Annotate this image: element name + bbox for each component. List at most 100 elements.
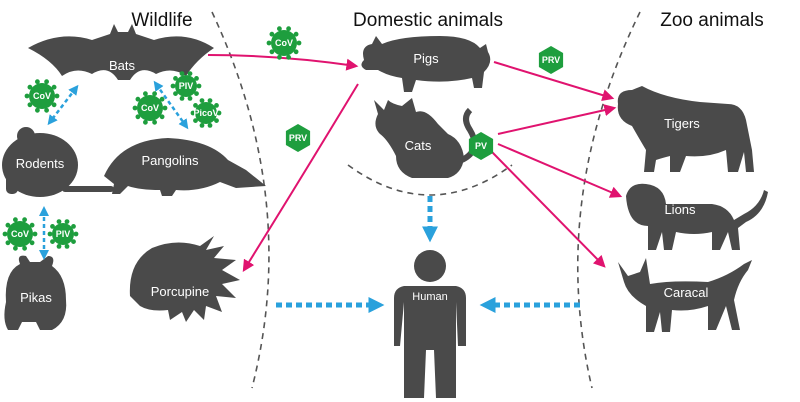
virus-spike [159, 114, 165, 120]
pangolin-silhouette [104, 138, 266, 196]
animal-label-caracal: Caracal [664, 285, 709, 300]
virus-spike [35, 107, 40, 113]
virus-spike [29, 222, 35, 228]
virus-spike [194, 76, 199, 81]
virus-badge-cov-rodents-pikas: CoV [2, 217, 38, 251]
virus-spike [51, 84, 57, 90]
virus-spike [56, 219, 62, 224]
animal-label-cats: Cats [405, 138, 432, 153]
virus-badge-piv-rodents-pikas: PIV [47, 219, 79, 249]
virus-spike [64, 244, 70, 249]
virus-label: PIV [56, 229, 71, 239]
virus-spike [187, 96, 193, 101]
arrow-cats-to-caracal [491, 151, 606, 268]
virus-label: PicoV [193, 108, 218, 118]
virus-spike [22, 245, 27, 251]
virus-spike [71, 239, 76, 244]
virus-spike [135, 114, 141, 120]
virus-particle-icon [52, 223, 74, 245]
arrow-bats-rodents [47, 84, 79, 126]
virus-spike [132, 105, 138, 111]
domestic-arc [347, 164, 513, 196]
virus-spike [29, 240, 35, 246]
virus-particle-icon [285, 124, 311, 152]
virus-label: CoV [11, 229, 29, 239]
virus-label: CoV [33, 91, 51, 101]
arrow-cats-to-tigers [497, 104, 617, 135]
virus-spike [32, 231, 38, 237]
virus-spike [173, 91, 178, 96]
virus-spike [159, 96, 165, 102]
virus-spike [194, 91, 199, 96]
wildlife-divider [211, 11, 270, 389]
virus-spike [2, 231, 8, 237]
animal-label-pigs: Pigs [413, 51, 439, 66]
virus-spike [73, 231, 79, 237]
virus-spike [293, 49, 299, 55]
virus-label: CoV [141, 103, 159, 113]
heading-wildlife: Wildlife [131, 10, 192, 31]
virus-spike [277, 54, 282, 60]
animal-label-bats: Bats [109, 58, 136, 73]
arrow-cats-to-lions [497, 143, 623, 198]
virus-particle-icon [137, 95, 163, 121]
virus-badge-piv-bats: PIV [170, 71, 202, 101]
virus-spike [27, 102, 33, 108]
virus-particle-icon [195, 102, 217, 124]
virus-badge-prv-pigs-tigers: PRV [538, 46, 564, 74]
animal-label-lions: Lions [664, 202, 696, 217]
virus-particle-icon [271, 30, 297, 56]
virus-spike [296, 40, 302, 46]
virus-spike [64, 219, 70, 224]
virus-spike [269, 49, 275, 55]
virus-badge-cov-wild-domestic: CoV [266, 26, 302, 60]
virus-particle-icon [175, 75, 197, 97]
virus-spike [143, 91, 148, 97]
virus-spike [152, 91, 157, 97]
animal-label-rodents: Rodents [16, 156, 65, 171]
virus-label: PV [475, 141, 487, 151]
virus-spike [173, 76, 178, 81]
virus-spike [196, 83, 202, 89]
pig-silhouette [361, 36, 491, 92]
virus-spike [143, 119, 148, 125]
arrow-bats-pangolins [153, 80, 189, 130]
tiger-silhouette [617, 86, 754, 172]
zoo-divider [577, 11, 641, 389]
virus-spike [269, 31, 275, 37]
virus-spike [162, 105, 168, 111]
bat-silhouette [28, 24, 214, 80]
virus-spike [56, 244, 62, 249]
virus-spike [5, 222, 11, 228]
virus-spike [44, 79, 49, 85]
heading-zoo: Zoo animals [660, 10, 764, 31]
virus-spike [170, 83, 176, 89]
virus-label: PIV [179, 81, 194, 91]
virus-spike [27, 84, 33, 90]
virus-label: PRV [542, 55, 560, 65]
virus-spike [22, 217, 27, 223]
lion-silhouette [626, 183, 768, 250]
virus-particle-icon [538, 46, 564, 74]
virus-spike [13, 217, 18, 223]
virus-spike [207, 123, 213, 128]
rodent-silhouette [2, 127, 114, 197]
virus-spike [13, 245, 18, 251]
virus-spike [277, 26, 282, 32]
virus-badge-cov-bats-rodents: CoV [24, 79, 60, 113]
virus-spike [135, 96, 141, 102]
animal-label-porcupine: Porcupine [151, 284, 210, 299]
virus-spike [50, 224, 55, 229]
virus-badge-cov-bats-pangolins: CoV [132, 91, 168, 125]
virus-spike [286, 26, 291, 32]
virus-spike [187, 71, 193, 76]
virus-spike [286, 54, 291, 60]
virus-spike [51, 102, 57, 108]
animal-label-pangolins: Pangolins [141, 153, 199, 168]
virus-spike [214, 118, 219, 123]
virus-spike [293, 31, 299, 37]
virus-label: PRV [289, 133, 307, 143]
caracal-silhouette [618, 258, 752, 332]
virus-spike [44, 107, 49, 113]
